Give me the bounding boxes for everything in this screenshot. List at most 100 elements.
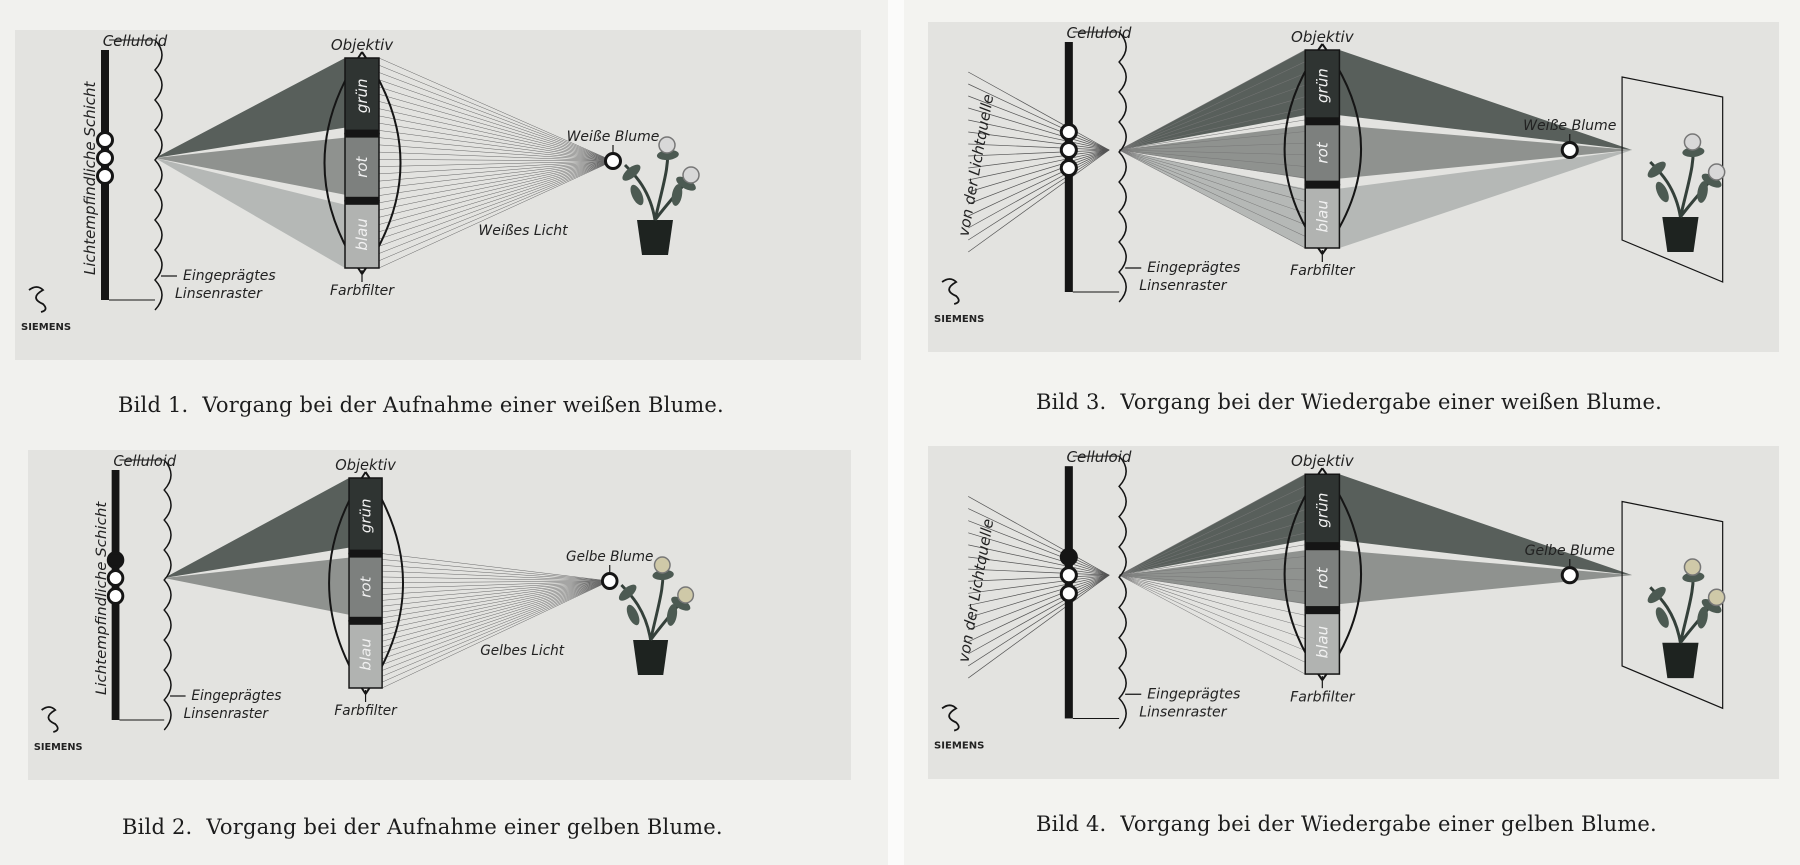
light-source-ray [968, 574, 1110, 655]
image-point [106, 551, 125, 569]
celluloid-label: Celluloid [113, 453, 176, 470]
lenticular-raster [163, 459, 172, 731]
lenticular-label-line-2: Linsenraster [1139, 704, 1227, 720]
incoming-light-ray [378, 160, 614, 211]
flower-leaf [1647, 586, 1666, 604]
incoming-light-ray [378, 144, 614, 162]
color-filter-label: Farbfilter [334, 703, 398, 719]
incoming-light-ray [382, 580, 610, 619]
filter-green-label: grün [353, 78, 371, 113]
incoming-light-ray [378, 160, 614, 196]
diverging-ray [1119, 474, 1306, 576]
diverging-ray [1119, 521, 1306, 576]
incoming-light-ray [378, 160, 614, 240]
color-filter-label: Farbfilter [330, 283, 395, 299]
incoming-light-ray [378, 101, 614, 162]
diverging-ray [1119, 61, 1306, 151]
figure-3-caption-number: Bild 3. [1036, 390, 1107, 414]
filter-green-label: grün [1313, 68, 1331, 103]
light-source-ray [968, 149, 1110, 205]
flower-blossom [677, 586, 695, 604]
blue-beam [155, 158, 345, 268]
siemens-logo-icon [41, 706, 59, 733]
diverging-ray [1119, 574, 1306, 663]
light-source-ray [968, 149, 1110, 253]
light-source-ray [968, 149, 1110, 193]
filter-divider [345, 129, 379, 138]
diverging-ray [1119, 149, 1306, 214]
diverging-ray [1119, 574, 1306, 651]
projected-green-beam [1339, 474, 1633, 576]
incoming-light-ray [382, 580, 610, 677]
red-beam [1119, 550, 1306, 605]
incoming-light-ray [378, 65, 614, 162]
filter-divider [1305, 606, 1340, 615]
incoming-light-ray [382, 580, 610, 613]
incoming-light-ray [382, 580, 610, 683]
diverging-ray [1119, 149, 1306, 191]
incoming-light-ray [382, 580, 610, 584]
brand-label: SIEMENS [934, 314, 984, 325]
light-source-ray [968, 131, 1110, 151]
diverging-ray [1119, 149, 1306, 249]
brand-label: SIEMENS [21, 322, 71, 333]
incoming-light-ray [382, 580, 610, 654]
objective-label: Objektiv [331, 36, 394, 54]
green-beam [164, 478, 350, 578]
incoming-light-ray [382, 580, 610, 660]
diverging-ray [1119, 84, 1306, 151]
brand-label: SIEMENS [934, 741, 984, 752]
siemens-logo-icon [941, 278, 960, 305]
filter-blue-segment [1304, 183, 1341, 249]
flower-leaf [626, 604, 640, 626]
lenticular-label-line-1: Eingeprägtes [191, 688, 281, 704]
figure-1-caption: Bild 1. Vorgang bei der Aufnahme einer we… [118, 393, 724, 417]
diverging-ray [1119, 574, 1306, 604]
diverging-ray [1119, 556, 1306, 576]
lenticular-label-line-2: Linsenraster [175, 286, 263, 302]
flower-leaf [1655, 607, 1669, 628]
incoming-light-ray [378, 160, 614, 189]
incoming-light-ray [378, 72, 614, 162]
flower-leaf [622, 164, 641, 181]
flower-blossom [658, 136, 676, 154]
incoming-light-ray [382, 580, 610, 595]
lenticular-label-line-2: Linsenraster [184, 706, 270, 722]
filter-blue-label: blau [358, 638, 375, 670]
light-source-ray [968, 149, 1110, 217]
filter-divider [349, 616, 383, 625]
incoming-light-ray [378, 160, 614, 247]
incoming-light-ray [378, 160, 614, 261]
incoming-light-ray [378, 160, 614, 254]
diverging-ray [1119, 574, 1306, 628]
diverging-ray [1119, 96, 1306, 151]
light-source-ray [968, 95, 1110, 151]
light-source-ray [968, 83, 1110, 151]
sensitive-layer-label: Lichtempfindliche Schicht [93, 501, 110, 695]
incoming-light-ray [378, 57, 614, 162]
subject-point [1560, 141, 1579, 159]
image-point [1059, 547, 1078, 567]
lenticular-label-line-1: Eingeprägtes [183, 268, 276, 284]
diverging-ray [1119, 73, 1306, 151]
diverging-ray [1119, 149, 1306, 225]
diverging-ray [1119, 149, 1306, 237]
figure-1-caption-number: Bild 1. [118, 393, 189, 417]
flower-leaf [630, 184, 644, 206]
image-point [1059, 141, 1078, 159]
figure-2-caption-number: Bild 2. [122, 815, 193, 839]
lenticular-raster [1118, 455, 1127, 730]
incoming-light-ray [382, 580, 610, 607]
green-beam [155, 58, 345, 158]
light-source-ray [968, 544, 1110, 576]
siemens-logo-icon [941, 704, 960, 732]
diverging-ray [1119, 574, 1306, 581]
light-source-ray [968, 149, 1110, 157]
figure-1-caption-text: Vorgang bei der Aufnahme einer weißen Bl… [202, 393, 724, 417]
light-source-ray [968, 556, 1110, 576]
flower-pot [633, 640, 669, 675]
filter-blue-label: blau [1313, 200, 1331, 232]
